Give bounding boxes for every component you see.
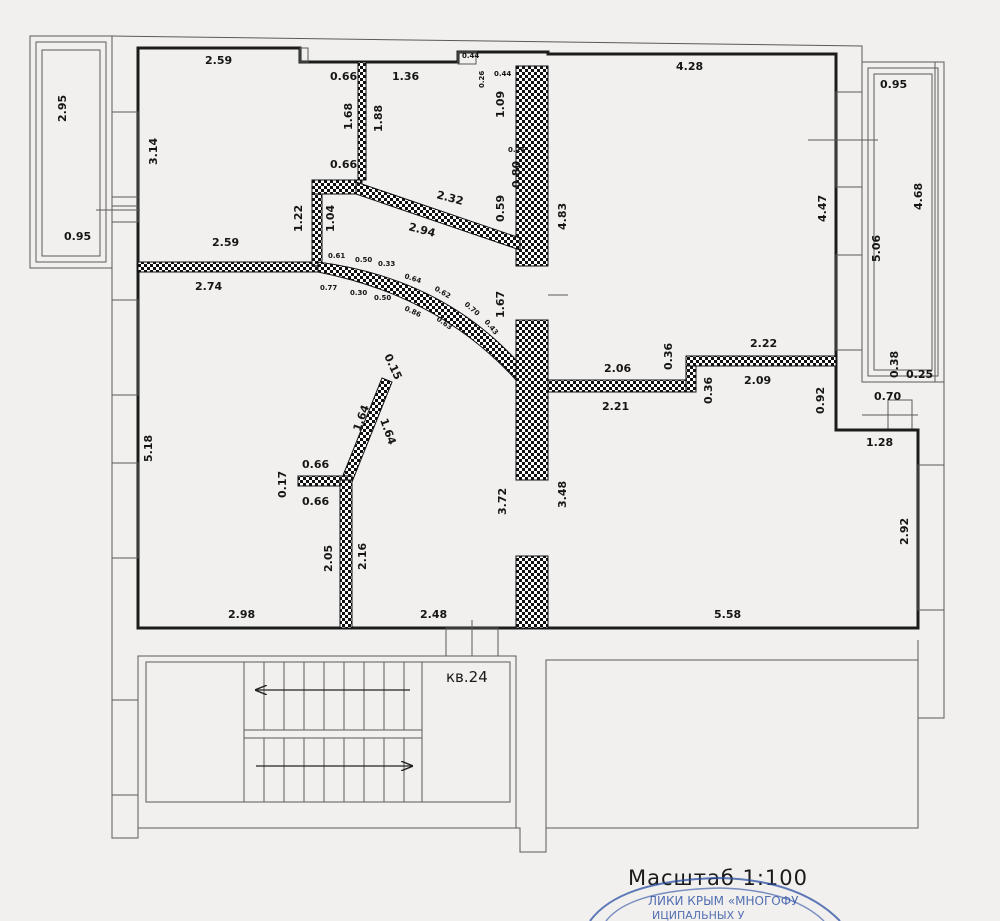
dim-big-left-top: 2.74 bbox=[195, 280, 222, 293]
left-balcony bbox=[29, 35, 113, 269]
dim-top-left-width: 2.59 bbox=[205, 54, 232, 67]
stamp: ЛИКИ КРЫМ «МНОГОФУ ИЦИПАЛЬНЫХ У bbox=[589, 876, 841, 921]
dim-mid-w2: 2.22 bbox=[750, 337, 777, 350]
dim-low-h1: 2.05 bbox=[322, 545, 335, 572]
apartment-label: кв.24 bbox=[446, 668, 488, 686]
dim-low-h2: 2.16 bbox=[356, 543, 369, 570]
dim-stub-w2: 0.66 bbox=[302, 495, 329, 508]
dim-stub-h: 0.17 bbox=[276, 471, 289, 498]
dim-balcony-right-h1: 5.06 bbox=[870, 235, 883, 262]
dim-diag-h: 0.59 bbox=[494, 195, 507, 222]
partitions bbox=[137, 61, 837, 629]
dim-niche-h2: 1.88 bbox=[372, 105, 385, 132]
dim-mid-step2: 0.36 bbox=[702, 377, 715, 404]
dim-balc-small-2: 0.25 bbox=[906, 368, 933, 381]
stamp-text-2: ИЦИПАЛЬНЫХ У bbox=[652, 909, 745, 921]
dim-balc-small-1: 0.38 bbox=[888, 351, 901, 378]
dim-big-left-height: 5.18 bbox=[142, 435, 155, 462]
dim-door-h2: 1.04 bbox=[324, 205, 337, 232]
dim-mid-w4: 2.09 bbox=[744, 374, 771, 387]
dim-left-room-height: 3.14 bbox=[147, 138, 160, 165]
dim-right-room-h: 4.47 bbox=[816, 195, 829, 222]
dim-tiny-2: 0.26 bbox=[478, 71, 486, 88]
dim-arc-4: 0.30 bbox=[350, 289, 367, 297]
dim-core-low-1: 3.72 bbox=[496, 488, 509, 515]
dim-balc-small-4: 1.28 bbox=[866, 436, 893, 449]
dim-tiny-3: 0.44 bbox=[494, 70, 511, 78]
dim-niche-w1: 0.66 bbox=[330, 70, 357, 83]
dim-tiny-4: 1.09 bbox=[494, 91, 507, 118]
dim-corridor-w: 1.36 bbox=[392, 70, 419, 83]
dim-balcony-right-h2: 4.68 bbox=[912, 183, 925, 210]
dim-right-low-h: 2.92 bbox=[898, 518, 911, 545]
dim-balcony-left-height: 2.95 bbox=[56, 95, 69, 122]
dim-arc-6: 0.33 bbox=[378, 260, 395, 268]
dim-corridor-h: 1.67 bbox=[494, 291, 507, 318]
dim-arc-1: 0.61 bbox=[328, 252, 345, 260]
dim-right-step: 0.92 bbox=[814, 387, 827, 414]
dim-tiny-6: 0.80 bbox=[510, 161, 523, 188]
dim-door-h1: 1.22 bbox=[292, 205, 305, 232]
dim-core-h: 4.83 bbox=[556, 203, 569, 230]
dim-tiny-1: 0.44 bbox=[462, 52, 479, 60]
dim-arc-2: 0.77 bbox=[320, 284, 337, 292]
dim-arc-7: 0.50 bbox=[374, 294, 391, 302]
dim-balc-small-3: 0.70 bbox=[874, 390, 901, 403]
right-balcony bbox=[834, 61, 945, 432]
dim-mid-step: 0.36 bbox=[662, 343, 675, 370]
dim-mid-w3: 2.21 bbox=[602, 400, 629, 413]
dim-bottom-left-w: 2.98 bbox=[228, 608, 255, 621]
dim-stub-w1: 0.66 bbox=[302, 458, 329, 471]
dim-balcony-right-w: 0.95 bbox=[880, 78, 907, 91]
stamp-text: ЛИКИ КРЫМ «МНОГОФУ bbox=[648, 894, 799, 908]
dim-bottom-right-w: 5.58 bbox=[714, 608, 741, 621]
dim-bottom-mid-w: 2.48 bbox=[420, 608, 447, 621]
dim-niche-w2: 0.66 bbox=[330, 158, 357, 171]
dim-right-top-w: 4.28 bbox=[676, 60, 703, 73]
dim-balcony-left-width: 0.95 bbox=[64, 230, 91, 243]
dim-core-low-2: 3.48 bbox=[556, 481, 569, 508]
dim-mid-w1: 2.06 bbox=[604, 362, 631, 375]
dim-niche-h1: 1.68 bbox=[342, 103, 355, 130]
dimension-labels: 2.59 3.14 2.95 0.95 2.59 0.66 1.68 1.88 … bbox=[56, 52, 933, 621]
stairwell bbox=[137, 655, 919, 829]
dim-mid-left-width: 2.59 bbox=[212, 236, 239, 249]
dim-arc-3: 0.50 bbox=[355, 256, 372, 264]
dim-tiny-5: 0.26 bbox=[508, 146, 525, 154]
